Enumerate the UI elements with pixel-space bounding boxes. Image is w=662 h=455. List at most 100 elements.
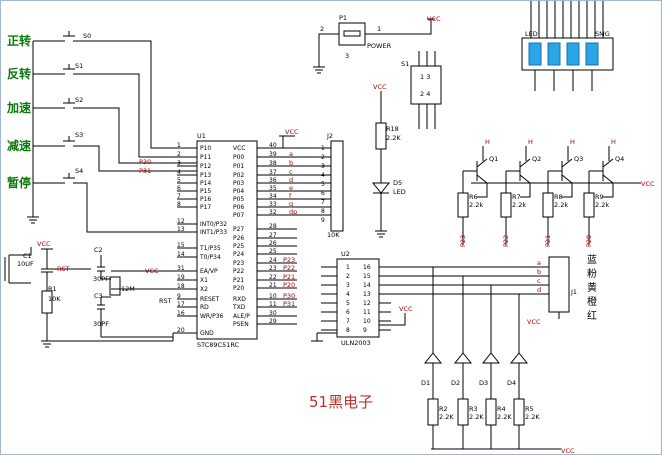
uln-pin-number: 6 (346, 309, 350, 316)
svg-text:U2: U2 (341, 250, 350, 258)
j1-net-label: d (537, 286, 541, 294)
j2-pin-number: 5 (321, 181, 325, 188)
button-label-pause: 暂停 (7, 175, 31, 190)
mcu-pin-name: P15 (200, 188, 211, 195)
power-jack (338, 22, 366, 46)
mcu-pin-name: RXD (233, 296, 246, 303)
svg-text:蓝: 蓝 (587, 254, 597, 266)
resistor-ref: R9 (595, 193, 604, 201)
transistor-ref: Q1 (489, 155, 498, 163)
mcu-pin-name: P22 (233, 268, 244, 275)
resistor-ref: R5 (525, 405, 534, 413)
uln-pin-number: 11 (363, 309, 371, 316)
mcu-pin-number: 20 (177, 327, 185, 334)
mcu-pin-number: 16 (177, 310, 185, 317)
svg-text:3: 3 (345, 52, 349, 60)
svg-text:30PF: 30PF (93, 320, 109, 328)
svg-text:VCC: VCC (373, 83, 387, 91)
mcu-pin-name: RD (200, 304, 209, 311)
svg-text:10K: 10K (48, 295, 61, 303)
transistor-net: P23 (459, 235, 467, 247)
svg-text:P30: P30 (139, 158, 151, 166)
uln-pin-number: 15 (363, 273, 371, 280)
button-switches: 正转 反转 加速 减速 暂停 S0 S1 S2 S3 S4 (6, 31, 197, 233)
segment-net-label: c (289, 168, 293, 176)
power-ref: P1 (339, 14, 347, 22)
svg-text:J2: J2 (326, 132, 333, 140)
mcu-part: STC89C51RC (197, 341, 240, 349)
resistor-value: 2.2K (439, 413, 454, 421)
mcu-pin-name: ALE/P (233, 313, 250, 320)
uln-pin-number: 1 (346, 264, 350, 271)
svg-text:C2: C2 (94, 246, 103, 254)
uln-pin-number: 2 (346, 273, 350, 280)
display-title2: SMG (595, 30, 610, 38)
resistor-value: 2.2K (497, 413, 512, 421)
mcu-pin-name: P06 (233, 204, 244, 211)
svg-text:ULN2003: ULN2003 (341, 339, 371, 347)
mcu-pin-name: EA/VP (200, 268, 218, 275)
mcu-pin-name: P16 (200, 196, 211, 203)
mcu-pin-name: P01 (233, 163, 244, 170)
mcu-pin-number: 19 (177, 274, 185, 281)
resistor-ref: R8 (554, 193, 563, 201)
mcu-pin-name: P24 (233, 251, 244, 258)
mcu-pin-name: INT1/P33 (200, 229, 227, 236)
button-label-speedup: 加速 (6, 100, 31, 115)
mcu-pin-number: 14 (177, 251, 185, 258)
switch-ref-s1: S1 (75, 62, 83, 70)
power-section: P1 2 1 3 POWER VCC S1 1 3 2 4 (313, 14, 442, 129)
mcu-pin-name: WR/P36 (200, 313, 224, 320)
mcu-pin-name: P11 (200, 154, 211, 161)
resistor-ref: R2 (439, 405, 448, 413)
p2-net-label: P22 (283, 264, 295, 272)
mcu-pin-number: 3 (177, 160, 181, 167)
mcu-pin-name: P02 (233, 172, 244, 179)
switch-ref-s0: S0 (83, 32, 91, 40)
p2-net-label: P20 (283, 281, 295, 289)
transistor-net: P20 (585, 235, 593, 247)
mcu-pin-number: 36 (269, 177, 277, 184)
mcu-pin-number: 17 (177, 301, 185, 308)
segment-net-label: dp (289, 208, 297, 216)
svg-text:12M: 12M (121, 285, 135, 293)
mcu-pin-number: 24 (269, 257, 277, 264)
resistor-value: 2.2K (469, 413, 484, 421)
mcu-pin-name: T1/P35 (199, 245, 221, 252)
resistor-ref: R6 (469, 193, 478, 201)
svg-text:R1: R1 (48, 285, 57, 293)
p2-net-label: P31 (283, 300, 295, 308)
mcu-pin-name: P27 (233, 226, 244, 233)
svg-text:30PF: 30PF (93, 275, 109, 283)
mcu-pin-number: 4 (177, 169, 181, 176)
switch-ref-s4: S4 (75, 167, 83, 175)
transistor-ref: Q2 (532, 155, 541, 163)
resistor-ref: R4 (497, 405, 506, 413)
mcu-pin-name: P04 (233, 188, 244, 195)
mcu-pin-name: VCC (233, 145, 245, 152)
j2-pin-number: 2 (321, 154, 325, 161)
uln-pin-number: 10 (363, 318, 371, 325)
resistor-value: 2.2k (595, 201, 609, 209)
p2-net-label: P30 (283, 292, 295, 300)
button-label-reverse: 反转 (7, 66, 31, 81)
mcu-pin-number: 31 (177, 265, 185, 272)
segment-net-label: a (289, 150, 293, 158)
button-label-forward: 正转 (7, 33, 31, 48)
transistor-ref: Q3 (574, 155, 583, 163)
svg-text:10K: 10K (327, 231, 340, 239)
mcu-pin-number: 11 (269, 301, 277, 308)
mcu-pin-name: INT0/P32 (200, 221, 227, 228)
collector-label: H (611, 138, 616, 146)
mcu-pin-name: X2 (200, 286, 208, 293)
crystal-12m (109, 276, 121, 296)
mcu-pin-name: P17 (200, 204, 211, 211)
mcu-pin-number: 18 (177, 283, 185, 290)
mcu-pin-number: 9 (177, 293, 181, 300)
